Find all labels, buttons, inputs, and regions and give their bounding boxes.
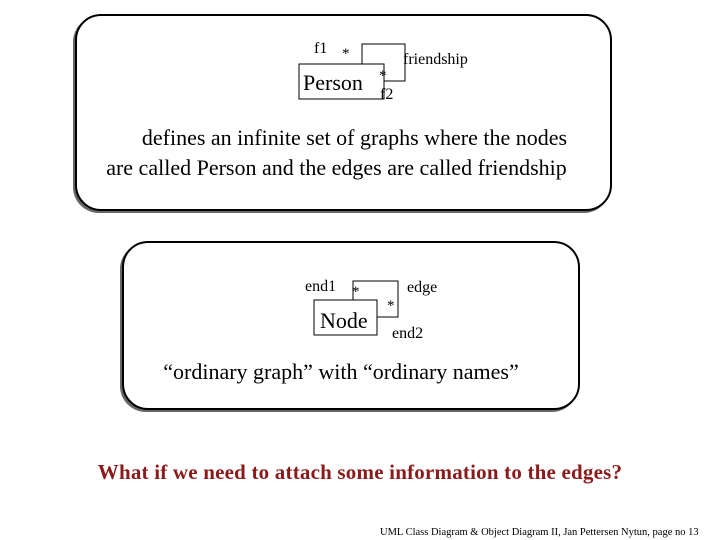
person-class-name: Person — [303, 70, 363, 95]
person-self-association — [298, 43, 406, 100]
node-class-name: Node — [320, 308, 368, 333]
multiplicity-star-2: * — [379, 68, 387, 84]
edge-association-line — [352, 280, 399, 318]
description-line-1: defines an infinite set of graphs where … — [141, 125, 568, 150]
friendship-association-line — [361, 43, 406, 82]
multiplicity-star-2: * — [387, 298, 395, 314]
panel2-description: “ordinary graph” with “ordinary names” — [163, 359, 519, 384]
role-end1-label: end1 — [305, 278, 337, 295]
slide-footer: UML Class Diagram & Object Diagram II, J… — [380, 527, 699, 538]
multiplicity-star-1: * — [352, 284, 360, 300]
description-line-2: are called Person and the edges are call… — [106, 155, 567, 180]
panel1-description: defines an infinite set of graphs where … — [77, 123, 610, 183]
role-f1-label: f1 — [314, 40, 328, 57]
friendship-association-label: friendship — [403, 51, 468, 68]
person-diagram-panel: f1 * friendship * Person f2 defines an i… — [75, 14, 612, 211]
edge-association-label: edge — [407, 279, 438, 296]
node-diagram-panel: end1 * edge * Node end2 “ordinary graph”… — [122, 241, 580, 410]
role-end2-label: end2 — [392, 325, 424, 342]
question-text: What if we need to attach some informati… — [97, 460, 623, 484]
node-self-association — [313, 280, 399, 336]
role-f2-label: f2 — [380, 86, 394, 103]
multiplicity-star-1: * — [342, 46, 350, 62]
